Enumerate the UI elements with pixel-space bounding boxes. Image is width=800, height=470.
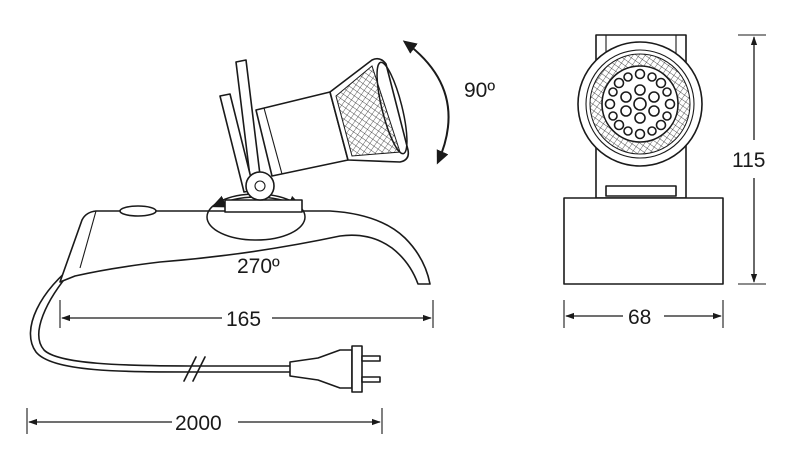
front-mount-plate [605,185,677,197]
swivel-angle-label: 270º [237,255,280,278]
bracket [219,59,275,201]
height-label: 115 [732,149,765,172]
switch-button [119,205,157,217]
front-view: 68 115 [563,34,766,329]
plug [289,345,381,393]
lamp-base [59,205,431,285]
base-length-label: 165 [226,308,261,331]
height-dimension: 115 [732,34,766,285]
mount-block [224,199,303,213]
tilt-angle-label: 90º [464,79,495,102]
base-length-dimension: 165 [59,300,434,331]
reflector-face [577,41,703,167]
cable-break-mark-2 [192,356,206,382]
lamp-head [255,57,410,177]
width-label: 68 [628,306,651,329]
cable-break-mark [183,356,197,382]
led-array [604,68,676,140]
power-cable [29,261,291,373]
tilt-arrow [402,40,450,165]
cable-length-dimension: 2000 [26,408,383,435]
side-view: 90º 270º 165 2000 [26,40,495,435]
power-cable-inner [38,269,291,367]
width-dimension: 68 [563,300,724,329]
cable-length-label: 2000 [175,412,222,435]
front-base-box [563,197,724,285]
